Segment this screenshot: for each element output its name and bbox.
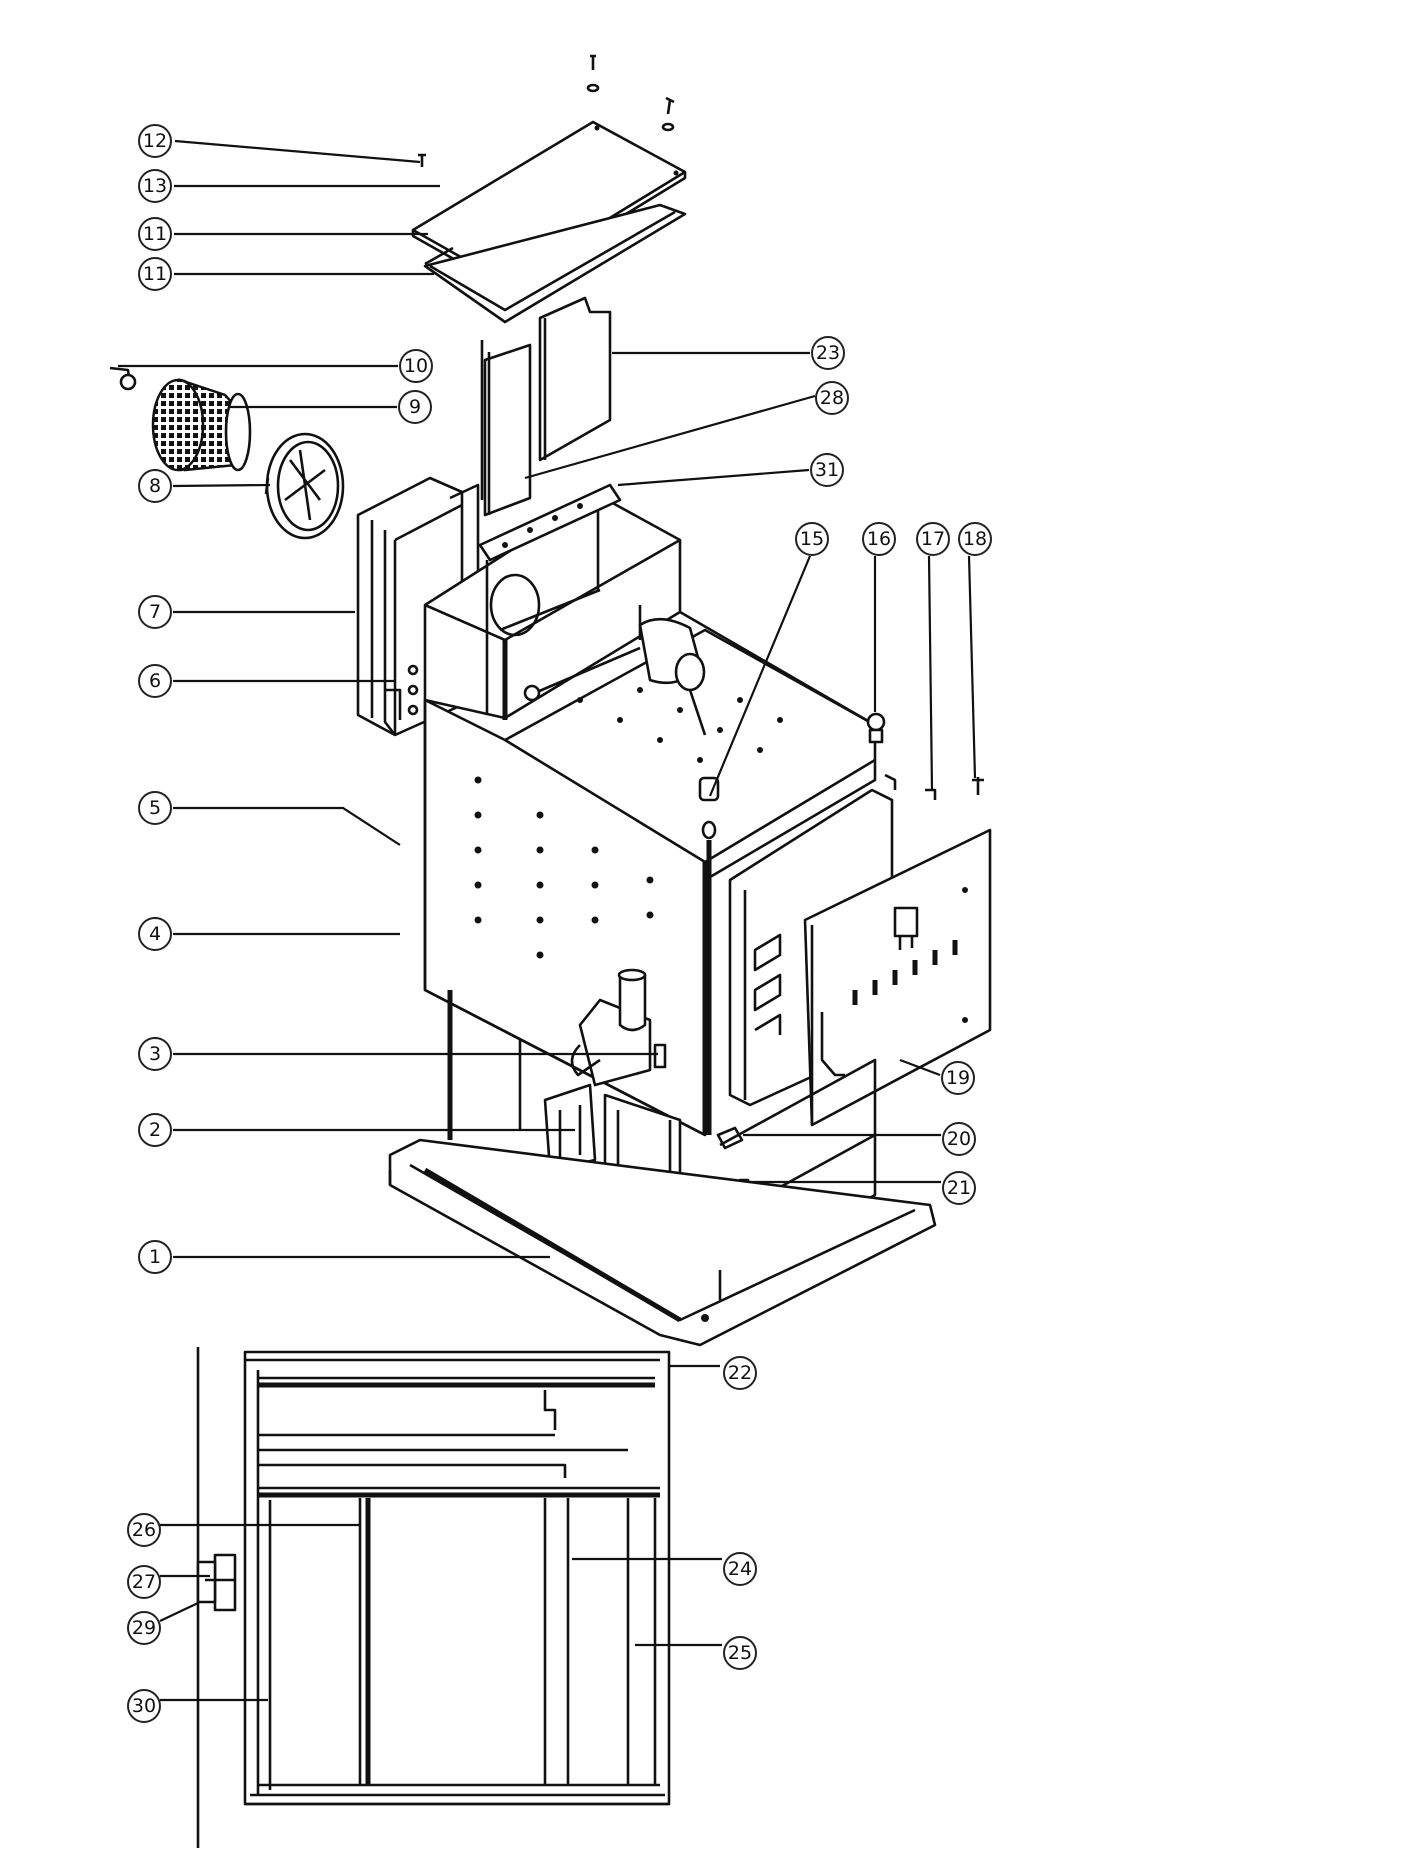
svg-text:8: 8 bbox=[149, 475, 161, 497]
svg-text:2: 2 bbox=[149, 1119, 161, 1141]
temperature-sensor bbox=[698, 776, 720, 1135]
svg-text:20: 20 bbox=[947, 1128, 971, 1150]
small-screws bbox=[884, 773, 984, 800]
svg-text:7: 7 bbox=[149, 601, 161, 623]
svg-text:6: 6 bbox=[149, 670, 161, 692]
svg-text:9: 9 bbox=[409, 396, 421, 418]
callout-26: 26 bbox=[127, 1513, 161, 1547]
fan-impeller bbox=[264, 432, 345, 540]
callout-4: 4 bbox=[138, 917, 172, 951]
gasket-plate bbox=[423, 203, 687, 324]
callout-27: 27 bbox=[127, 1565, 161, 1599]
callout-15: 15 bbox=[795, 522, 829, 556]
svg-text:26: 26 bbox=[132, 1519, 156, 1541]
svg-text:16: 16 bbox=[867, 528, 891, 550]
svg-text:28: 28 bbox=[820, 387, 844, 409]
svg-text:27: 27 bbox=[132, 1571, 156, 1593]
cabinet-section-view bbox=[196, 1347, 671, 1848]
svg-text:13: 13 bbox=[143, 175, 167, 197]
stove-exploded-view bbox=[109, 54, 992, 1347]
callout-2: 2 bbox=[138, 1113, 172, 1147]
side-vent-holes bbox=[474, 776, 654, 959]
callout-3: 3 bbox=[138, 1037, 172, 1071]
callout-25: 25 bbox=[723, 1636, 757, 1670]
fan-guard-mesh bbox=[151, 378, 252, 472]
svg-text:25: 25 bbox=[728, 1642, 752, 1664]
callout-19: 19 bbox=[941, 1061, 975, 1095]
callout-30: 30 bbox=[127, 1689, 161, 1723]
callout-18: 18 bbox=[958, 522, 992, 556]
callout-10: 10 bbox=[399, 349, 433, 383]
svg-text:30: 30 bbox=[132, 1695, 156, 1717]
callout-21: 21 bbox=[942, 1171, 976, 1205]
callout-16: 16 bbox=[862, 522, 896, 556]
svg-text:5: 5 bbox=[149, 797, 161, 819]
fitting bbox=[866, 712, 886, 744]
callout-9: 9 bbox=[398, 390, 432, 424]
callout-5: 5 bbox=[138, 791, 172, 825]
callout-28: 28 bbox=[815, 381, 849, 415]
callout-11: 11 bbox=[138, 217, 172, 251]
svg-text:17: 17 bbox=[921, 528, 945, 550]
svg-text:15: 15 bbox=[800, 528, 824, 550]
svg-text:10: 10 bbox=[404, 355, 428, 377]
callout-8: 8 bbox=[138, 469, 172, 503]
callout-24: 24 bbox=[723, 1552, 757, 1586]
svg-text:11: 11 bbox=[143, 223, 167, 245]
svg-text:18: 18 bbox=[963, 528, 987, 550]
leader-lines bbox=[118, 139, 977, 1702]
front-door bbox=[728, 788, 992, 1127]
svg-text:4: 4 bbox=[149, 923, 161, 945]
callout-11-gasket: 11 bbox=[138, 257, 172, 291]
callout-6: 6 bbox=[138, 664, 172, 698]
fan-screw bbox=[109, 366, 137, 391]
svg-text:22: 22 bbox=[728, 1362, 752, 1384]
svg-text:29: 29 bbox=[132, 1617, 156, 1639]
callout-13: 13 bbox=[138, 169, 172, 203]
svg-text:12: 12 bbox=[143, 130, 167, 152]
svg-text:3: 3 bbox=[149, 1043, 161, 1065]
callout-20: 20 bbox=[942, 1122, 976, 1156]
svg-text:21: 21 bbox=[947, 1177, 971, 1199]
callout-22: 22 bbox=[723, 1356, 757, 1390]
callout-7: 7 bbox=[138, 595, 172, 629]
svg-text:24: 24 bbox=[728, 1558, 752, 1580]
callout-12: 12 bbox=[138, 124, 172, 158]
callout-1: 1 bbox=[138, 1240, 172, 1274]
callout-23: 23 bbox=[811, 336, 845, 370]
svg-text:31: 31 bbox=[815, 459, 839, 481]
svg-text:23: 23 bbox=[816, 342, 840, 364]
baffle-plates bbox=[483, 296, 612, 517]
main-cabinet bbox=[423, 605, 877, 1137]
callout-29: 29 bbox=[127, 1611, 161, 1645]
svg-text:1: 1 bbox=[149, 1246, 161, 1268]
callout-17: 17 bbox=[916, 522, 950, 556]
base-plate bbox=[388, 1138, 937, 1347]
svg-text:19: 19 bbox=[946, 1067, 970, 1089]
svg-text:11: 11 bbox=[143, 263, 167, 285]
burn-pot bbox=[570, 968, 667, 1087]
callout-31: 31 bbox=[810, 453, 844, 487]
